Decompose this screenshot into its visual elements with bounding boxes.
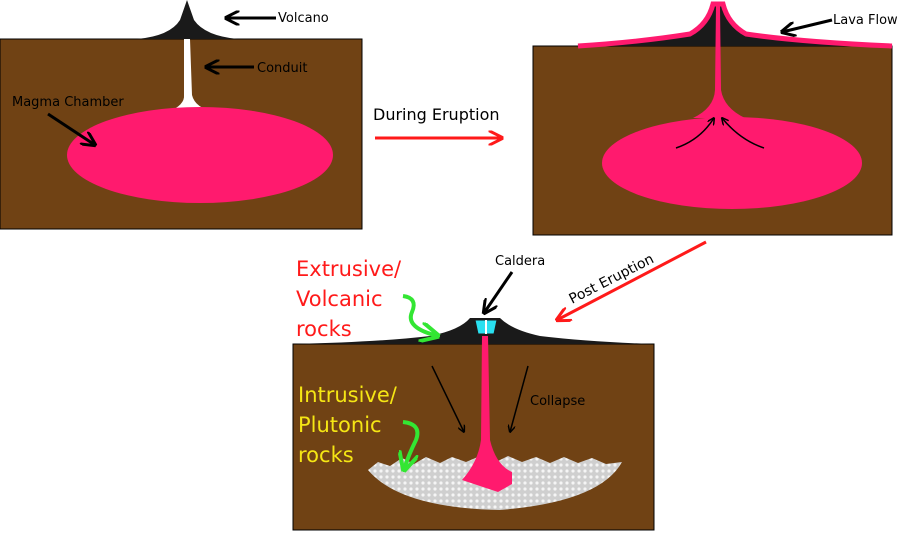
collapse-label: Collapse (530, 394, 585, 409)
panel-post-eruption: Collapse Caldera Extrusive/ Volcanic roc… (292, 254, 655, 531)
caldera-pointer-arrow (484, 271, 514, 313)
collapse-arrow-left (431, 365, 464, 432)
extrusive-line-3: rocks (296, 317, 352, 341)
volcano-cone-3 (293, 318, 654, 344)
magma-chamber-pointer-arrow (47, 112, 95, 145)
post-eruption-label: Post Eruption (567, 251, 657, 307)
magma-flow-arrow-left (675, 118, 714, 149)
panel-during-eruption: Lava Flow (532, 1, 898, 236)
conduit-2 (693, 6, 745, 118)
collapse-arrow-right (510, 365, 529, 432)
during-eruption-transition: During Eruption (373, 105, 502, 138)
magma-chamber-2 (602, 117, 862, 209)
intrusive-pointer-arrow (403, 420, 420, 470)
conduit-label: Conduit (257, 61, 307, 76)
lava-flow-label: Lava Flow (833, 13, 898, 28)
magma-flow-arrow-right (722, 118, 765, 149)
conduit-1 (168, 39, 215, 112)
lava-flow-2 (577, 1, 893, 49)
intrusive-line-3: rocks (298, 443, 354, 467)
volcano-cone-1 (137, 0, 238, 39)
during-eruption-label: During Eruption (373, 105, 500, 124)
conduit-3 (462, 336, 512, 492)
intrusive-line-1: Intrusive/ (298, 383, 398, 407)
extrusive-line-2: Volcanic (296, 287, 383, 311)
intrusive-line-2: Plutonic (298, 413, 382, 437)
magma-chamber-label: Magma Chamber (12, 95, 124, 110)
post-eruption-transition: Post Eruption (557, 240, 707, 320)
volcano-cone-2 (578, 4, 892, 46)
volcano-label: Volcano (278, 11, 329, 26)
caldera-label: Caldera (495, 254, 545, 269)
magma-chamber-1 (67, 107, 333, 203)
panel-before-eruption: Volcano Conduit Magma Chamber (0, 0, 363, 230)
post-eruption-arrow (557, 240, 707, 320)
intrusive-rocks-label: Intrusive/ Plutonic rocks (298, 383, 398, 467)
lava-flow-pointer-arrow (782, 18, 833, 32)
extrusive-pointer-arrow (402, 294, 438, 336)
extrusive-line-1: Extrusive/ (296, 257, 402, 281)
extrusive-rocks-label: Extrusive/ Volcanic rocks (296, 257, 402, 341)
